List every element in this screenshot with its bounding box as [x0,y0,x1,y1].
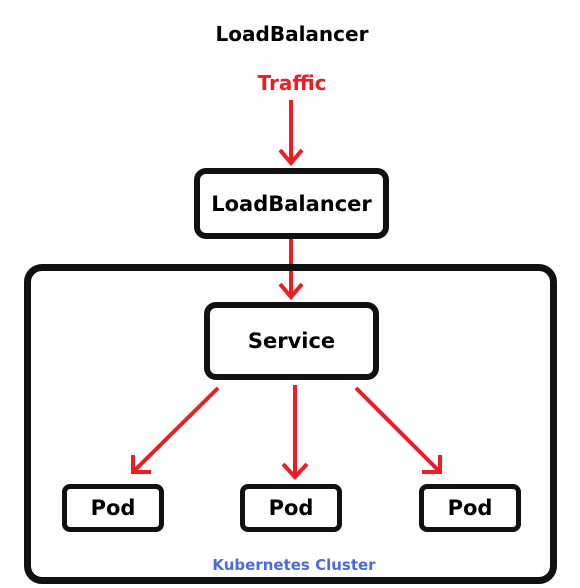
pod-node-right: Pod [419,484,521,532]
pod-label: Pod [447,496,493,520]
pod-label: Pod [90,496,136,520]
loadbalancer-node: LoadBalancer [194,168,389,239]
pod-label: Pod [268,496,314,520]
loadbalancer-label: LoadBalancer [211,191,372,216]
cluster-label: Kubernetes Cluster [212,556,376,574]
arrow-service-to-pod-left [131,386,220,474]
diagram-title: LoadBalancer [215,22,369,46]
pod-node-middle: Pod [240,484,342,532]
traffic-label: Traffic [257,71,327,95]
pod-node-left: Pod [62,484,164,532]
arrow-service-to-pod-middle [281,385,309,480]
kubernetes-cluster-boundary [24,264,557,584]
service-node: Service [204,302,379,380]
arrow-traffic-to-lb [278,100,304,167]
service-label: Service [247,329,336,353]
arrow-service-to-pod-right [354,386,442,474]
